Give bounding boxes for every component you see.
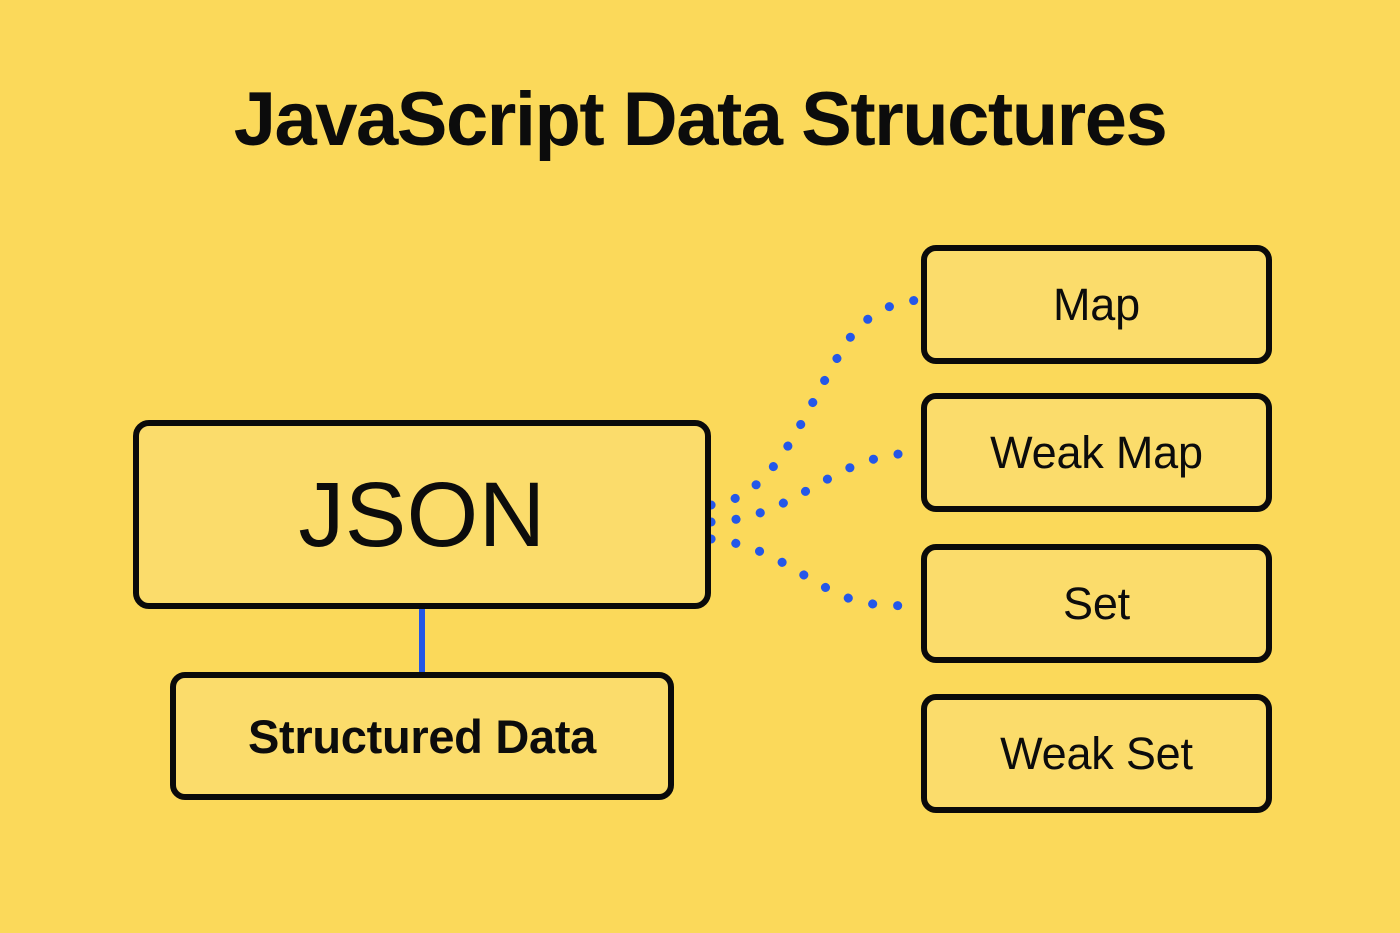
node-map-label: Map: [1053, 279, 1140, 330]
connector-json-to-set: [706, 534, 926, 611]
node-structured-data[interactable]: Structured Data: [170, 672, 674, 800]
connector-json-to-map: [706, 295, 926, 510]
node-weak-set[interactable]: Weak Set: [921, 694, 1272, 813]
node-set-label: Set: [1063, 578, 1130, 629]
page-title: JavaScript Data Structures: [233, 77, 1168, 162]
node-weak-map[interactable]: Weak Map: [921, 393, 1272, 512]
node-weak-set-label: Weak Set: [1000, 728, 1193, 779]
node-structured-data-label: Structured Data: [247, 709, 597, 763]
node-weak-map-label: Weak Map: [990, 427, 1203, 478]
node-json-label: JSON: [298, 463, 546, 566]
node-set[interactable]: Set: [921, 544, 1272, 663]
connector-json-to-weak-map: [706, 447, 926, 527]
node-json[interactable]: JSON: [133, 420, 711, 609]
node-map[interactable]: Map: [921, 245, 1272, 364]
